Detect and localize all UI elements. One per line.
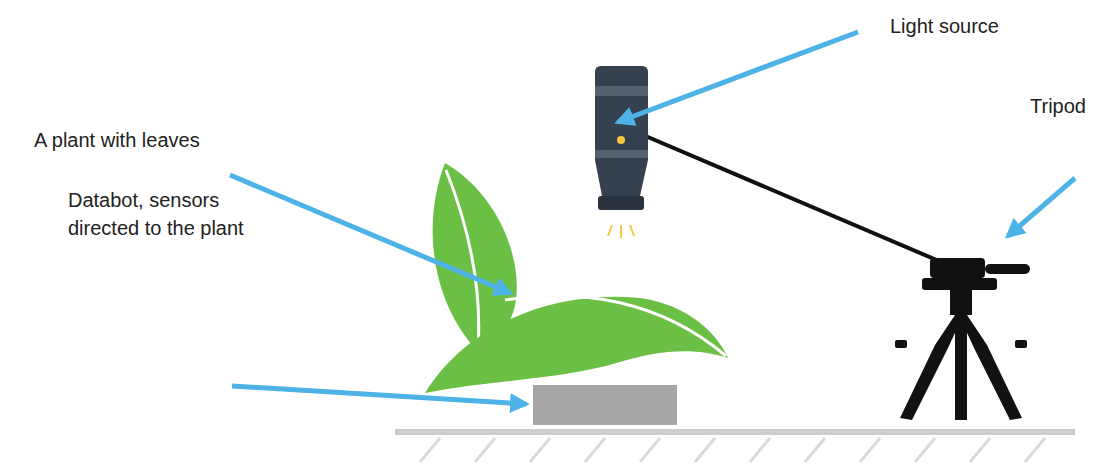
tripod (895, 258, 1030, 420)
databot-label: Databot, sensors directed to the plant (68, 186, 283, 242)
databot (533, 385, 677, 425)
plant-label: A plant with leaves (34, 126, 200, 154)
light-source (595, 66, 648, 238)
tripod-arm (622, 126, 960, 270)
tripod-label: Tripod (1030, 92, 1086, 120)
light-source-label: Light source (890, 12, 999, 40)
leader-arrows (230, 32, 1075, 404)
ground (395, 432, 1075, 462)
